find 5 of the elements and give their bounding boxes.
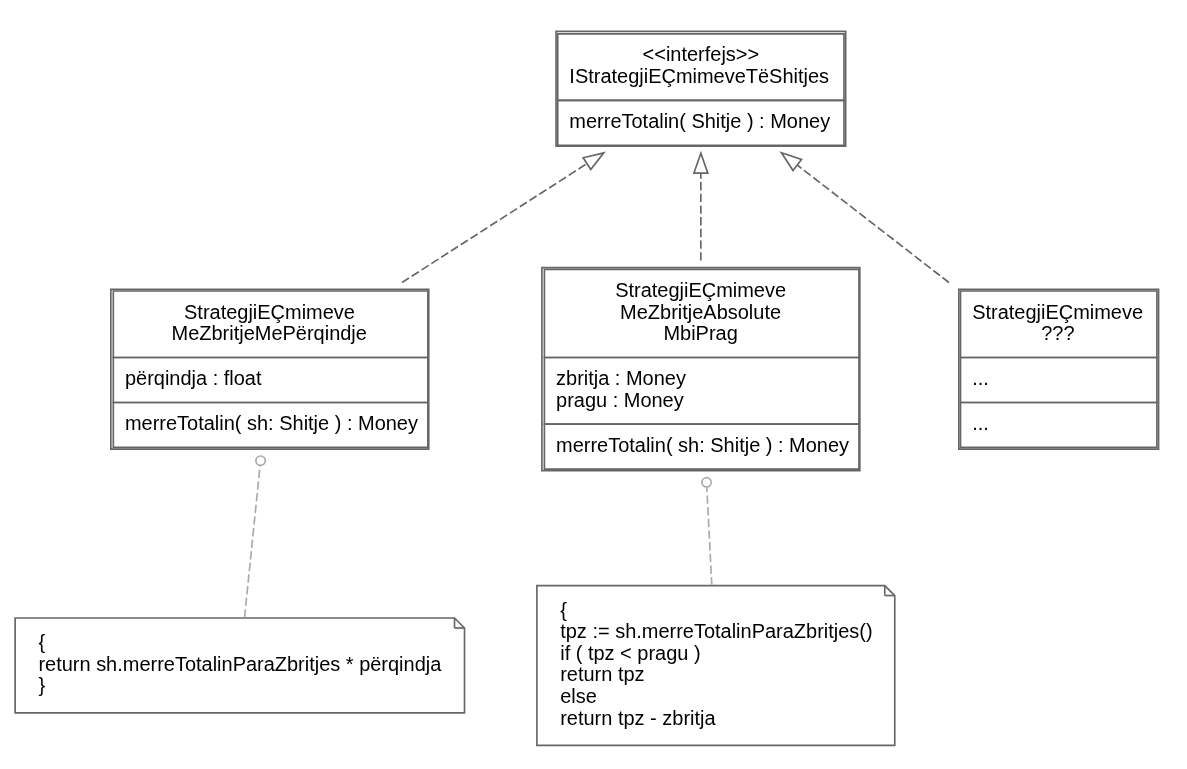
arrow bbox=[779, 150, 950, 283]
arrow bbox=[692, 150, 709, 261]
arrow bbox=[401, 150, 606, 283]
connector bbox=[243, 454, 267, 618]
connector bbox=[701, 476, 713, 586]
